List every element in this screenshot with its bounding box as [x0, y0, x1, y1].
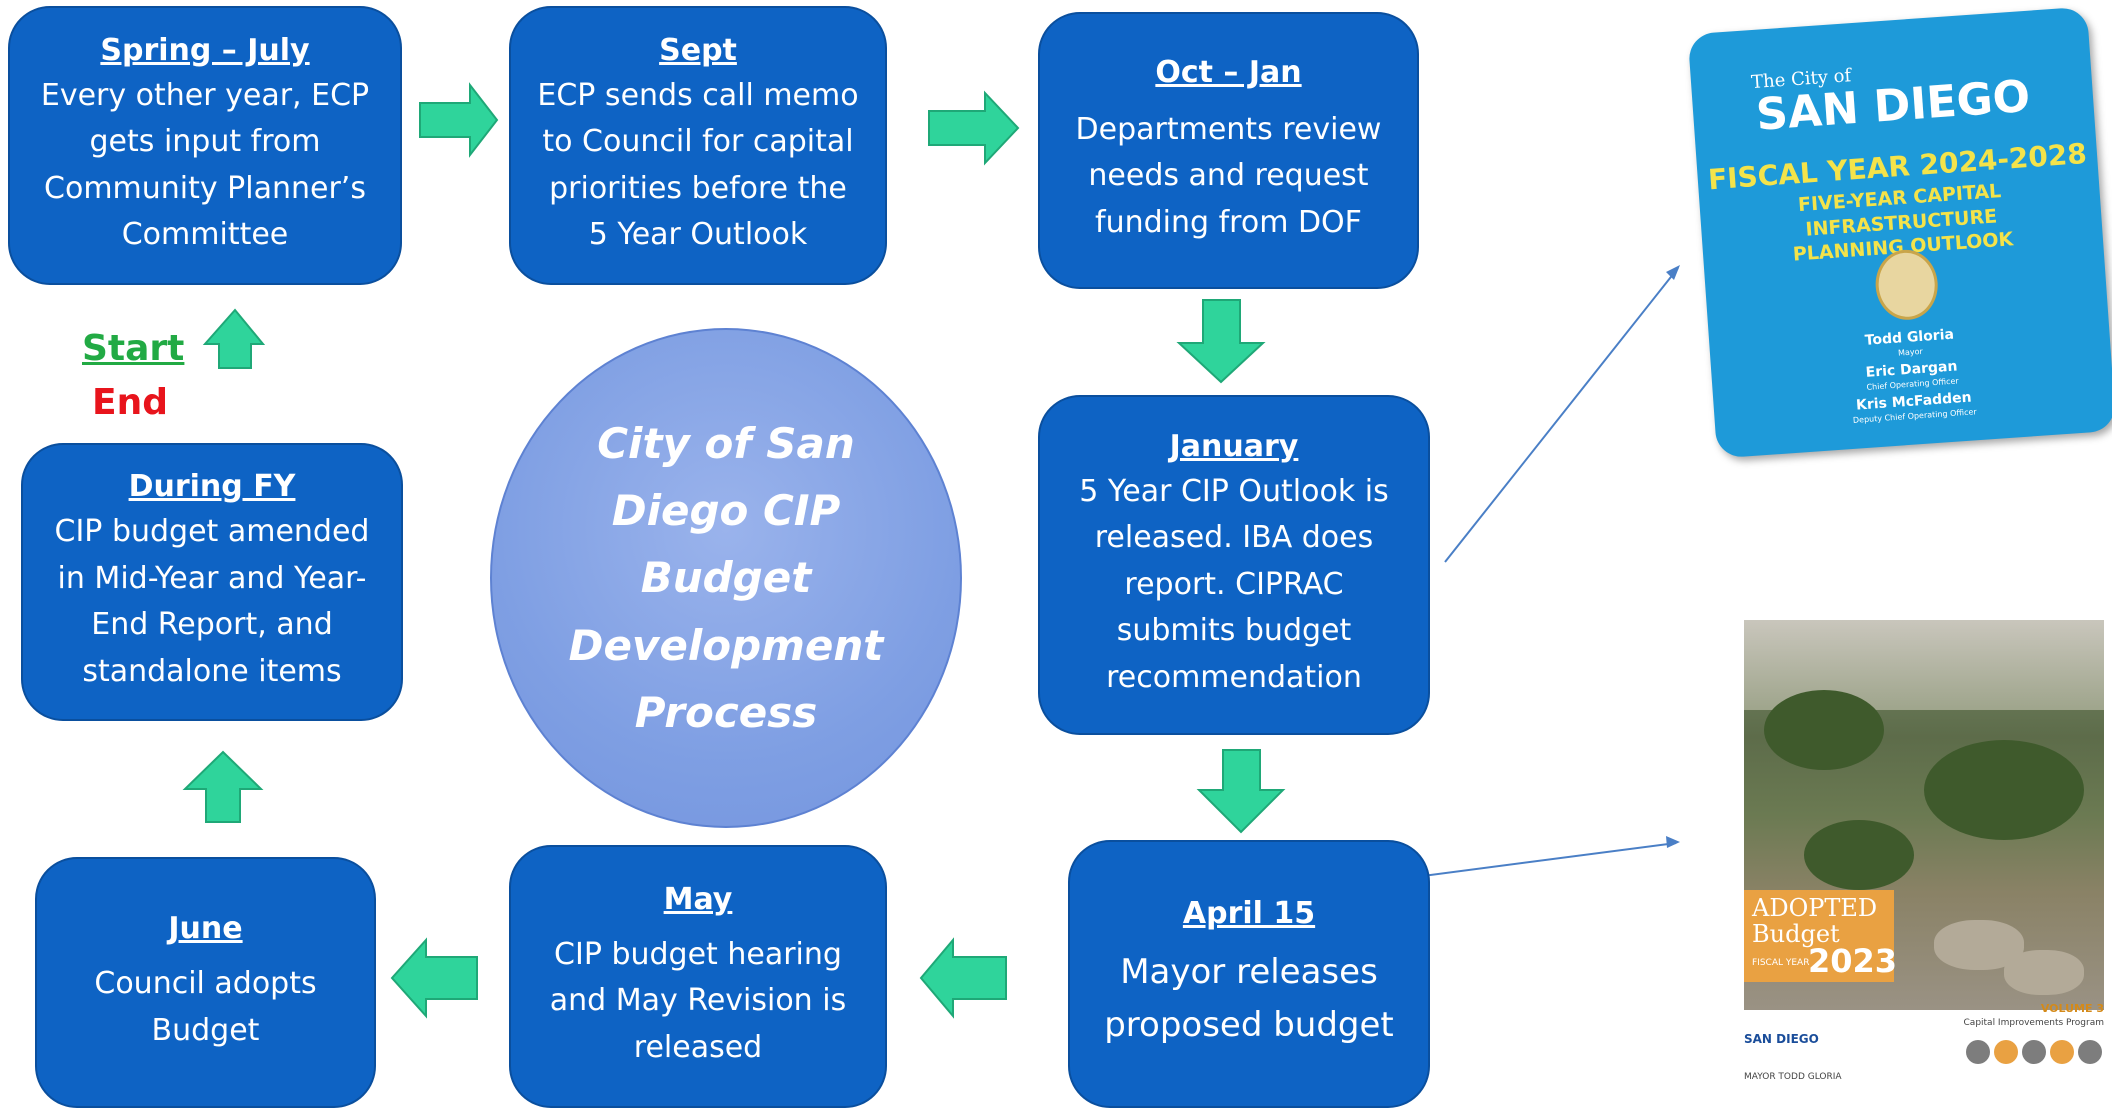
pointer-january-to-outlook [1444, 267, 1679, 563]
step-heading: Spring – July [100, 32, 310, 68]
step-heading: May [663, 881, 733, 917]
step-heading: Sept [659, 32, 737, 68]
title-line: Process [634, 687, 818, 737]
step-line: Every other year, ECP [40, 77, 370, 113]
title-line: City of San [597, 419, 855, 469]
cover-department-icons [1966, 1040, 2102, 1064]
banner-adopted: ADOPTED [1752, 894, 1878, 922]
department-icon [1994, 1040, 2018, 1064]
step-line: released. IBA does [1094, 520, 1374, 556]
step-line: needs and request [1088, 158, 1369, 194]
step-line: Budget [151, 1012, 260, 1048]
step-may: May CIP budget hearing and May Revision … [509, 845, 887, 1108]
banner-budget: Budget [1752, 920, 1840, 948]
department-icon [2050, 1040, 2074, 1064]
department-icon [1966, 1040, 1990, 1064]
arrow-sept-to-oct [928, 90, 1020, 166]
department-icon [2022, 1040, 2046, 1064]
cover-city-logo: SAN DIEGO [1744, 1032, 1819, 1046]
step-line: Council adopts [94, 966, 317, 1001]
photo-bush [1804, 820, 1914, 890]
step-heading: June [168, 911, 243, 946]
step-january: January 5 Year CIP Outlook is released. … [1038, 395, 1430, 735]
step-text: 5 Year CIP Outlook is released. IBA does… [1079, 469, 1388, 702]
step-line: in Mid-Year and Year- [57, 560, 367, 596]
step-line: ECP sends call memo [537, 77, 859, 113]
step-text: Departments review needs and request fun… [1076, 107, 1382, 247]
pointer-head-budget [1666, 836, 1680, 848]
photo-bush [1924, 740, 2084, 840]
step-line: End Report, and [91, 607, 333, 642]
title-line: Budget [640, 553, 812, 603]
step-line: proposed budget [1104, 1005, 1394, 1045]
cover-volume: VOLUME 3 [2040, 1002, 2104, 1015]
banner-fiscal-year: FISCAL YEAR [1752, 958, 1810, 968]
step-line: gets input from [89, 124, 321, 159]
step-line: funding from DOF [1095, 204, 1362, 240]
arrow-april-to-may [919, 937, 1007, 1019]
pointer-head-outlook [1666, 265, 1680, 280]
outlook-document-cover: The City of SAN DIEGO FISCAL YEAR 2024-2… [1687, 6, 2112, 459]
adopted-budget-banner: ADOPTED Budget FISCAL YEAR 2023 [1744, 890, 1898, 982]
cover-program: Capital Improvements Program [1963, 1018, 2104, 1028]
arrow-oct-to-january [1176, 299, 1266, 384]
cover-photo: ADOPTED Budget FISCAL YEAR 2023 [1744, 620, 2104, 1010]
step-line: CIP budget amended [54, 514, 370, 549]
step-line: standalone items [82, 653, 342, 689]
start-label: Start [82, 328, 185, 369]
arrow-may-to-june [390, 937, 478, 1019]
step-spring-july: Spring – July Every other year, ECP gets… [8, 6, 402, 285]
step-line: released [633, 1029, 763, 1065]
banner-year: 2023 [1808, 942, 1898, 980]
step-line: Departments review [1075, 111, 1382, 147]
arrow-january-to-april [1196, 749, 1286, 834]
arrow-spring-to-sept [419, 82, 499, 158]
title-line: Diego CIP [611, 486, 841, 536]
step-text: Every other year, ECP gets input from Co… [41, 73, 369, 259]
step-line: Mayor releases [1120, 952, 1378, 993]
photo-rock [2004, 950, 2084, 995]
end-label: End [92, 382, 168, 423]
step-text: CIP budget hearing and May Revision is r… [550, 932, 846, 1072]
process-title: City of San Diego CIP Budget Development… [566, 410, 886, 746]
step-heading: April 15 [1182, 896, 1316, 932]
pointer-april-to-budget [1391, 842, 1677, 881]
step-april-15: April 15 Mayor releases proposed budget [1068, 840, 1430, 1108]
step-text: Council adopts Budget [94, 961, 316, 1054]
step-line: 5 Year CIP Outlook is [1079, 473, 1389, 509]
step-line: Community Planner’s [44, 170, 366, 206]
step-line: to Council for capital [542, 124, 854, 159]
step-line: report. CIPRAC [1124, 566, 1344, 602]
step-text: CIP budget amended in Mid-Year and Year-… [55, 509, 370, 695]
arrow-start-to-spring [202, 308, 266, 369]
step-line: CIP budget hearing [554, 936, 842, 972]
arrow-june-to-duringfy [182, 750, 264, 823]
step-line: Committee [121, 217, 289, 252]
process-title-circle: City of San Diego CIP Budget Development… [490, 328, 962, 828]
cover-mayor: MAYOR TODD GLORIA [1744, 1072, 1842, 1082]
step-line: recommendation [1106, 659, 1362, 695]
step-line: submits budget [1116, 613, 1352, 649]
adopted-budget-cover: ADOPTED Budget FISCAL YEAR 2023 VOLUME 3… [1740, 592, 2112, 1084]
step-heading: January [1169, 428, 1299, 464]
step-heading: During FY [128, 469, 296, 504]
step-text: ECP sends call memo to Council for capit… [537, 73, 858, 259]
step-oct-jan: Oct – Jan Departments review needs and r… [1038, 12, 1419, 289]
title-line: Development [568, 620, 884, 670]
step-sept: Sept ECP sends call memo to Council for … [509, 6, 887, 285]
step-text: Mayor releases proposed budget [1104, 946, 1394, 1051]
step-during-fy: During FY CIP budget amended in Mid-Year… [21, 443, 403, 721]
step-heading: Oct – Jan [1155, 54, 1302, 90]
step-june: June Council adopts Budget [35, 857, 376, 1108]
step-line: 5 Year Outlook [588, 217, 808, 252]
step-line: priorities before the [549, 170, 847, 206]
photo-bush [1764, 690, 1884, 770]
step-line: and May Revision is [549, 983, 847, 1019]
department-icon [2078, 1040, 2102, 1064]
